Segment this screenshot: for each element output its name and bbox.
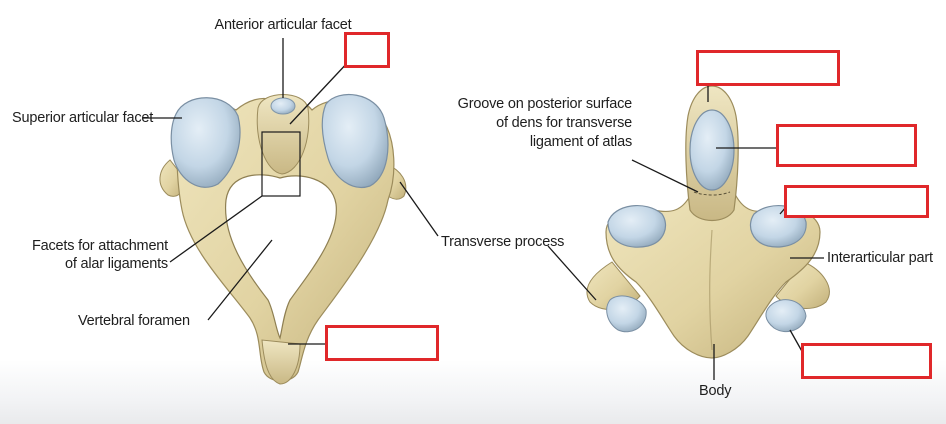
blank-answer-box-dens-facet[interactable]: [776, 124, 917, 167]
axis-left-inferior-facet: [606, 295, 647, 333]
right-superior-articular-facet: [321, 93, 389, 188]
groove-label-line2: of dens for transverse: [496, 115, 632, 131]
groove-label-line3: ligament of atlas: [529, 134, 632, 150]
atlas-vertebra: [159, 93, 407, 385]
blank-answer-box-atlas-bottom[interactable]: [325, 325, 439, 361]
superior-articular-facet-label: Superior articular facet: [12, 110, 154, 126]
leader-top-blank-atlas: [289, 59, 351, 125]
axis-left-superior-facet: [607, 205, 667, 248]
body-label: Body: [699, 383, 732, 399]
atlas-posterior-tubercle: [261, 339, 301, 385]
leader-groove: [631, 159, 699, 193]
alar-ligaments-label-line1: Facets for attachment: [31, 238, 168, 254]
blank-answer-box-inferior-facet[interactable]: [801, 343, 932, 379]
alar-facet-indicator-box: [261, 131, 301, 197]
axis-right-inferior-facet: [765, 299, 807, 332]
axis-vertebra: [586, 85, 830, 359]
leader-lines: [142, 38, 824, 380]
leader-transverse-process-axis: [547, 245, 597, 301]
groove-label-line1: Groove on posterior surface: [457, 96, 633, 112]
anterior-articular-facet-shape: [270, 97, 296, 115]
axis-body-ridge: [709, 229, 713, 351]
blank-answer-box-atlas-top[interactable]: [344, 32, 390, 68]
leader-vertebral-foramen: [207, 239, 273, 321]
interarticular-part-label: Interarticular part: [827, 250, 933, 266]
left-superior-articular-facet: [170, 97, 241, 188]
anterior-articular-facet-label: Anterior articular facet: [214, 17, 352, 33]
alar-ligaments-label-line2: of alar ligaments: [65, 256, 168, 272]
vertebral-foramen-label: Vertebral foramen: [78, 313, 190, 329]
blank-answer-box-dens-tip[interactable]: [696, 50, 840, 86]
groove-marker: [693, 191, 731, 196]
dens-articular-facet-shape: [689, 109, 735, 191]
leader-transverse-process-atlas: [399, 181, 439, 237]
leader-alar-ligaments: [169, 195, 263, 263]
blank-answer-box-superior-facet[interactable]: [784, 185, 929, 218]
vertebral-foramen: [224, 174, 337, 340]
transverse-process-label: Transverse process: [441, 234, 565, 250]
